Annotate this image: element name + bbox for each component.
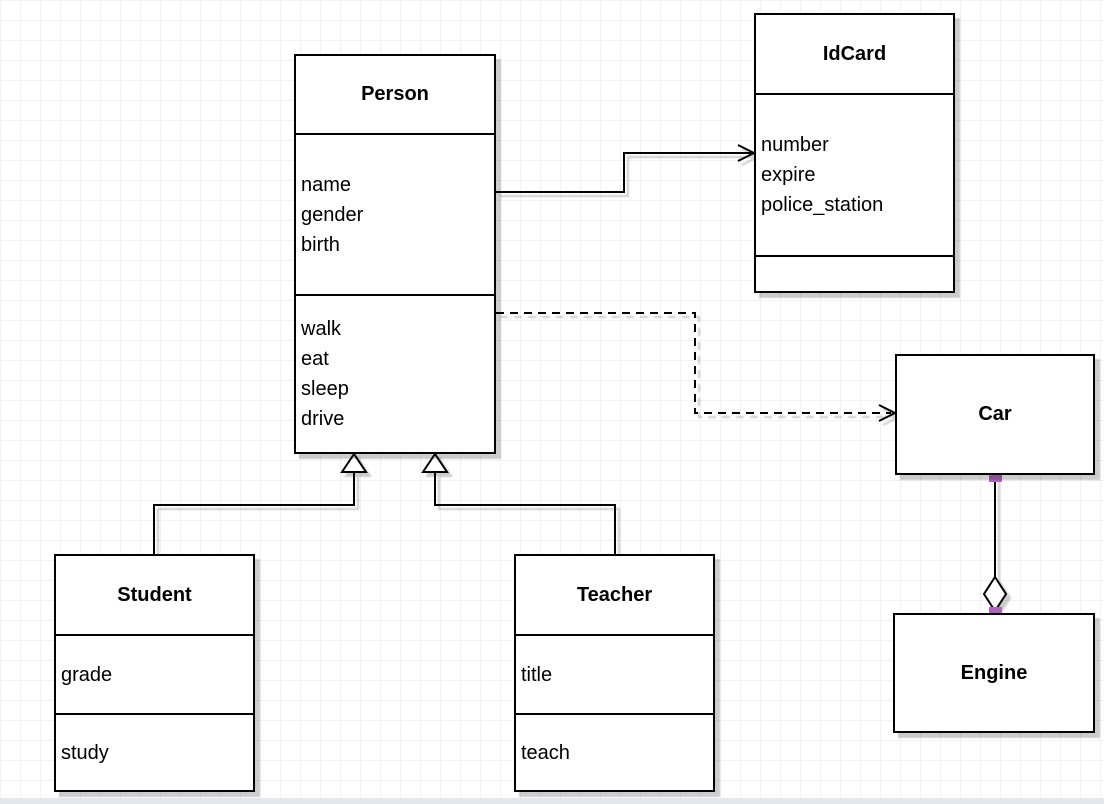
- class-person-attributes: name gender birth: [296, 133, 494, 294]
- class-idcard-methods: [756, 255, 953, 291]
- class-idcard[interactable]: IdCard number expire police_station: [754, 13, 955, 293]
- class-teacher-title: Teacher: [576, 583, 653, 606]
- class-car[interactable]: Car: [895, 354, 1095, 475]
- method-row: eat: [301, 348, 329, 370]
- class-car-title: Car: [978, 403, 1012, 425]
- class-person-methods: walk eat sleep drive: [296, 294, 494, 452]
- generalization-triangle-icon: [421, 452, 449, 473]
- attribute-row: grade: [61, 663, 113, 686]
- attribute-row: title: [521, 663, 553, 686]
- class-teacher-attributes: title: [516, 634, 713, 713]
- edge-student-person[interactable]: [153, 452, 368, 554]
- edge-teacher-person[interactable]: [421, 452, 616, 554]
- class-teacher-methods: teach: [516, 713, 713, 790]
- class-engine[interactable]: Engine: [893, 613, 1095, 733]
- class-idcard-attributes: number expire police_station: [756, 93, 953, 255]
- attribute-row: expire: [761, 164, 816, 186]
- aggregation-diamond-icon: [982, 575, 1008, 613]
- edge-person-idcard[interactable]: [496, 144, 757, 193]
- method-row: study: [61, 741, 109, 764]
- class-student-attributes: grade: [56, 634, 253, 713]
- class-student[interactable]: Student grade study: [54, 554, 255, 792]
- edge-person-car[interactable]: [496, 312, 898, 422]
- attribute-row: gender: [301, 203, 364, 226]
- attribute-row: name: [301, 173, 352, 196]
- class-student-methods: study: [56, 713, 253, 790]
- edge-car-engine[interactable]: [982, 475, 1008, 613]
- method-row: walk: [301, 318, 342, 340]
- generalization-triangle-icon: [340, 452, 368, 473]
- class-idcard-title: IdCard: [822, 42, 887, 65]
- attribute-row: number: [761, 134, 829, 156]
- class-person-title: Person: [361, 83, 429, 105]
- class-student-title: Student: [117, 583, 192, 606]
- method-row: teach: [521, 741, 570, 764]
- canvas-edge-strip: [0, 798, 1104, 804]
- class-person[interactable]: Person name gender birth walk eat sleep …: [294, 54, 496, 454]
- method-row: sleep: [301, 378, 349, 400]
- attribute-row: birth: [301, 233, 340, 256]
- class-engine-title: Engine: [960, 661, 1028, 684]
- method-row: drive: [301, 408, 345, 430]
- attribute-row: police_station: [761, 194, 884, 216]
- class-teacher[interactable]: Teacher title teach: [514, 554, 715, 792]
